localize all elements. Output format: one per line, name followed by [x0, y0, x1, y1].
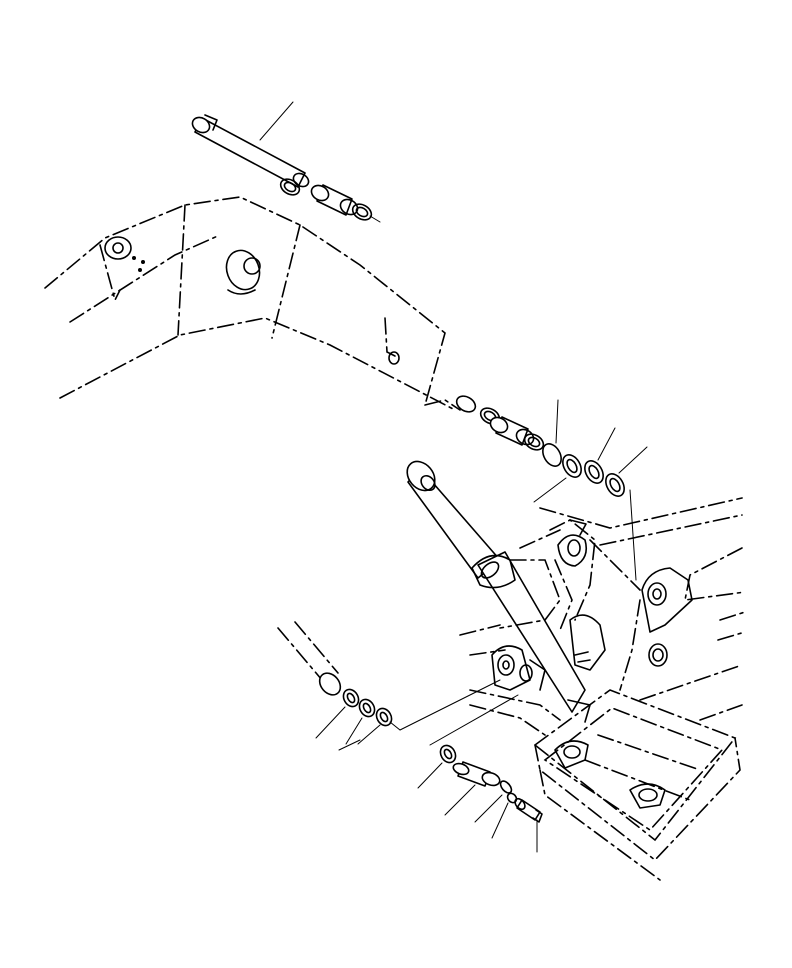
boom-cylinder-bushing-set — [455, 395, 545, 451]
revolving-frame — [459, 497, 746, 736]
boom-outline — [44, 196, 461, 411]
boom-foot-bushing — [310, 184, 359, 216]
shim-washer-lower — [315, 679, 501, 751]
boom-foot-pin — [191, 101, 310, 188]
boom-cylinder — [406, 460, 591, 723]
shim-washer-set — [533, 399, 648, 581]
frame-box — [533, 689, 741, 881]
arm-cylinder-rod-end — [277, 621, 342, 696]
cylinder-pin-group — [417, 694, 543, 853]
boom-foot-seal-ring — [351, 203, 381, 223]
boom-foot-seal-ring — [279, 178, 301, 196]
